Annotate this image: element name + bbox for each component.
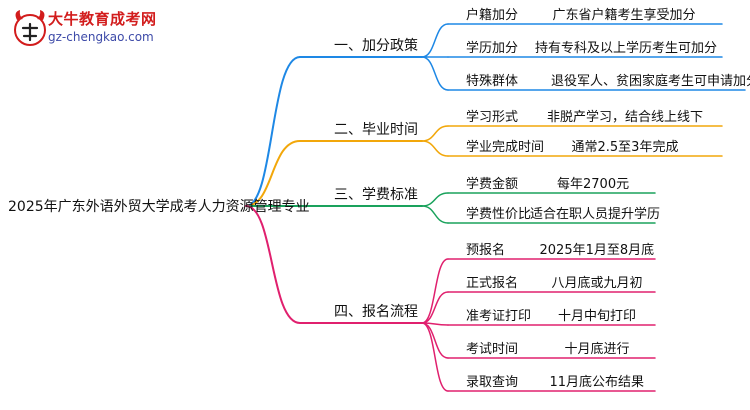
connector-branch-to-leaf — [421, 140, 449, 157]
root-topic: 2025年广东外语外贸大学成考人力资源管理专业 — [8, 199, 310, 215]
leaf-name: 正式报名 — [466, 276, 519, 291]
leaf-value: 退役军人、贫困家庭考生可申请加分 — [551, 74, 750, 89]
branch-label: 三、学费标准 — [334, 187, 418, 203]
leaf-name: 准考证打印 — [466, 309, 532, 324]
connector-branch-to-leaf — [421, 56, 449, 91]
connector-branch-to-leaf — [421, 23, 449, 58]
connector-branch-to-leaf — [421, 322, 449, 392]
leaf-value: 2025年1月至8月底 — [539, 243, 655, 258]
leaf-name: 学费性价比 — [466, 207, 532, 222]
connector-branch-to-leaf — [421, 322, 449, 359]
connector-branch-to-leaf — [421, 291, 449, 324]
connector-root-to-branch — [245, 56, 301, 207]
leaf-name: 录取查询 — [466, 375, 519, 390]
branch-label: 四、报名流程 — [334, 304, 418, 320]
leaf-name: 学习形式 — [466, 110, 519, 125]
connector-branch-to-leaf — [421, 258, 449, 324]
leaf-value: 11月底公布结果 — [549, 375, 645, 390]
site-logo[interactable]: 大牛教育成考网 gz-chengkao.com — [8, 6, 208, 50]
leaf-value: 适合在职人员提升学历 — [530, 207, 661, 222]
leaf-name: 学业完成时间 — [466, 140, 545, 155]
leaf-name: 学历加分 — [466, 41, 519, 56]
leaf-value: 非脱产学习，结合线上线下 — [547, 110, 704, 125]
logo-url[interactable]: gz-chengkao.com — [48, 30, 154, 44]
branch-label: 二、毕业时间 — [334, 122, 418, 138]
connector-root-to-branch — [245, 205, 301, 324]
leaf-value: 八月底或九月初 — [551, 276, 643, 291]
bull-logo-icon — [14, 10, 46, 46]
leaf-value: 十月底进行 — [564, 342, 630, 357]
leaf-value: 每年2700元 — [557, 177, 630, 192]
logo-title: 大牛教育成考网 — [48, 10, 157, 28]
branch-label: 一、加分政策 — [334, 38, 418, 54]
connector-branch-to-leaf — [421, 125, 449, 142]
leaf-name: 考试时间 — [466, 342, 519, 357]
leaf-name: 户籍加分 — [466, 8, 519, 23]
leaf-value: 十月中旬打印 — [558, 309, 637, 324]
connector-root-to-branch — [245, 140, 301, 207]
leaf-value: 持有专科及以上学历考生可加分 — [535, 41, 718, 56]
leaf-value: 广东省户籍考生享受加分 — [552, 8, 696, 23]
connector-branch-to-leaf — [421, 205, 449, 224]
leaf-name: 特殊群体 — [466, 74, 519, 89]
leaf-name: 学费金额 — [466, 177, 519, 192]
leaf-name: 预报名 — [466, 243, 506, 258]
connector-branch-to-leaf — [421, 192, 449, 207]
leaf-value: 通常2.5至3年完成 — [571, 140, 679, 155]
